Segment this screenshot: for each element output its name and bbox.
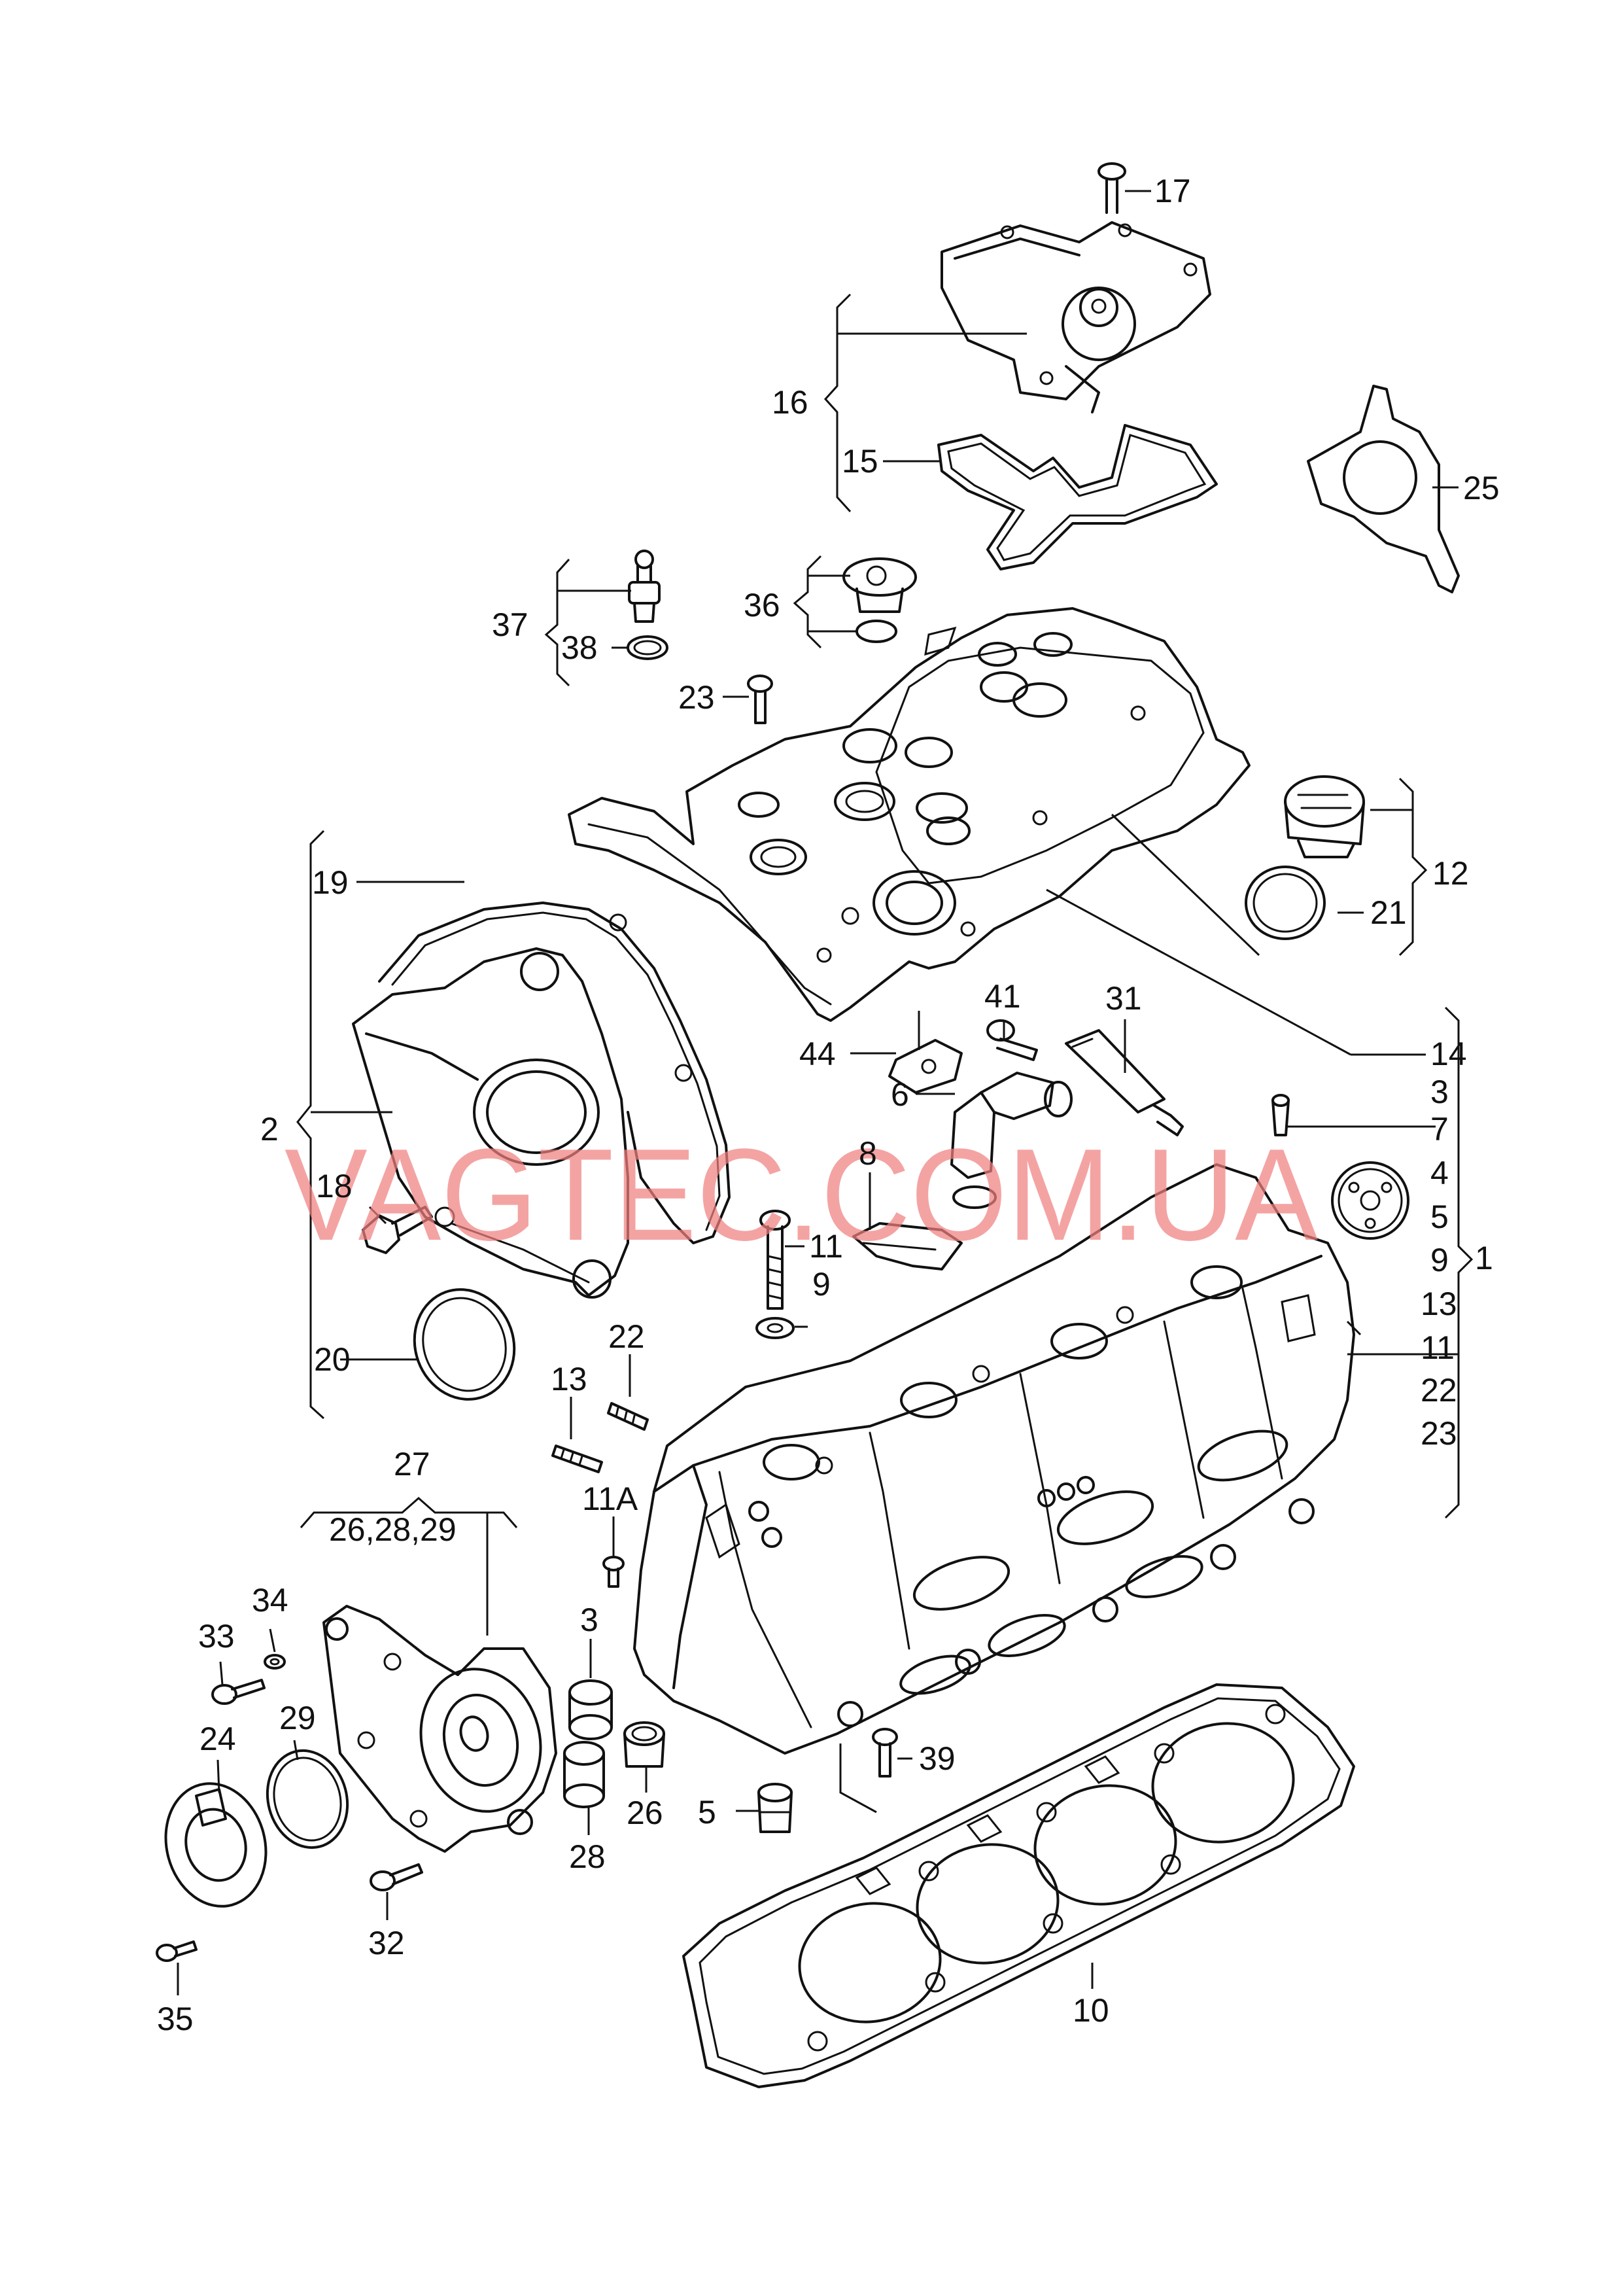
callout-10: 10: [1073, 1992, 1109, 2029]
callout-44: 44: [799, 1036, 836, 1072]
screw-39: [872, 1728, 898, 1778]
screw-23: [747, 674, 773, 724]
callout-21: 21: [1370, 894, 1407, 931]
callout-4: 4: [1430, 1155, 1449, 1191]
bolt-41: [986, 1019, 1038, 1061]
stud-13: [551, 1445, 603, 1473]
callout-7: 7: [1430, 1111, 1449, 1148]
callout-37: 37: [492, 606, 528, 643]
sender-37: [628, 550, 661, 623]
callout-39: 39: [919, 1740, 956, 1777]
seal-20: [413, 1288, 516, 1401]
callout-32: 32: [368, 1925, 405, 1961]
callout-24: 24: [199, 1721, 236, 1757]
callout-3b: 3: [580, 1602, 598, 1638]
callout-27-includes: 26,28,29: [329, 1511, 457, 1548]
cap-26: [623, 1721, 665, 1768]
leader-lines: [177, 190, 1474, 1995]
seal-ring-38: [627, 635, 668, 660]
callout-8: 8: [859, 1135, 877, 1172]
callout-27: 27: [394, 1446, 430, 1482]
tappet-28: [563, 1741, 605, 1808]
bolt-32: [370, 1863, 423, 1891]
callout-22b: 22: [1421, 1372, 1457, 1409]
callout-22a: 22: [608, 1318, 645, 1355]
gasket-25: [1307, 385, 1460, 593]
seal-ring-29: [266, 1749, 349, 1849]
callout-35: 35: [157, 2001, 194, 2037]
callout-9b: 9: [812, 1266, 831, 1303]
sealant-tube-31: [1065, 1029, 1184, 1136]
bracket-8: [852, 1222, 963, 1270]
callout-36: 36: [744, 587, 780, 623]
callout-5a: 5: [1430, 1199, 1449, 1235]
callout-12: 12: [1432, 855, 1469, 892]
callout-11b: 11: [1421, 1329, 1455, 1366]
callout-15: 15: [842, 443, 878, 480]
callout-38: 38: [561, 629, 598, 666]
filler-cap-12: [1284, 775, 1365, 858]
callout-33: 33: [198, 1618, 235, 1655]
bolt-11: [759, 1210, 791, 1310]
valve-stem-seal-5: [757, 1783, 793, 1833]
callout-25: 25: [1463, 470, 1500, 506]
callout-3a: 3: [1430, 1074, 1449, 1110]
callout-2: 2: [260, 1111, 279, 1148]
gasket-19: [378, 902, 731, 1244]
stud-22: [607, 1402, 649, 1431]
callout-13a: 13: [1421, 1286, 1457, 1322]
screw-11a: [602, 1556, 625, 1588]
callout-5b: 5: [698, 1794, 716, 1831]
callout-28: 28: [569, 1838, 606, 1875]
callout-13b: 13: [551, 1361, 587, 1397]
callout-6: 6: [891, 1076, 909, 1113]
callout-11a-screw: 11A: [582, 1480, 638, 1517]
timing-cover-2: [352, 947, 629, 1299]
cylinder-head-cover-14: [568, 607, 1251, 1022]
cylinder-head-1: [633, 1163, 1355, 1755]
callout-34: 34: [252, 1582, 288, 1619]
screw-17: [1097, 162, 1126, 214]
callout-23: 23: [678, 679, 715, 716]
sprocket-4: [1331, 1161, 1409, 1240]
drive-coupling-24: [164, 1782, 268, 1908]
washer-9: [755, 1317, 795, 1339]
callout-23b: 23: [1421, 1415, 1457, 1452]
callout-19: 19: [312, 864, 349, 901]
tappet-3: [568, 1679, 613, 1740]
callout-31: 31: [1105, 980, 1142, 1017]
cap-36: [842, 557, 917, 643]
seal-ring-21: [1245, 866, 1326, 940]
watermark-text: VAGTEC.COM.UA: [285, 1122, 1319, 1268]
plug-7: [1271, 1094, 1290, 1136]
callout-26: 26: [627, 1795, 663, 1831]
callout-29: 29: [279, 1700, 316, 1736]
callout-20: 20: [314, 1341, 351, 1378]
callout-11a: 11: [809, 1228, 843, 1265]
callout-18: 18: [316, 1168, 353, 1204]
vacuum-pump-27: [322, 1605, 557, 1853]
screw-35: [156, 1940, 198, 1962]
callout-labels: 17 16 15 25 37 38 36 23 19 12 21 31 41 4…: [157, 173, 1500, 2037]
gasket-15: [937, 424, 1218, 570]
head-gasket-10: [682, 1683, 1355, 2088]
breather-housing-16: [941, 221, 1211, 413]
callout-17: 17: [1154, 173, 1191, 209]
washer-34: [264, 1654, 286, 1670]
bolt-33: [211, 1679, 266, 1705]
callout-9a: 9: [1430, 1242, 1449, 1278]
valve-6: [950, 1072, 1073, 1209]
bracket-44: [888, 1039, 963, 1094]
callout-1: 1: [1475, 1240, 1493, 1276]
callout-41: 41: [984, 978, 1021, 1015]
callout-16: 16: [772, 384, 808, 421]
callout-14: 14: [1430, 1036, 1467, 1072]
